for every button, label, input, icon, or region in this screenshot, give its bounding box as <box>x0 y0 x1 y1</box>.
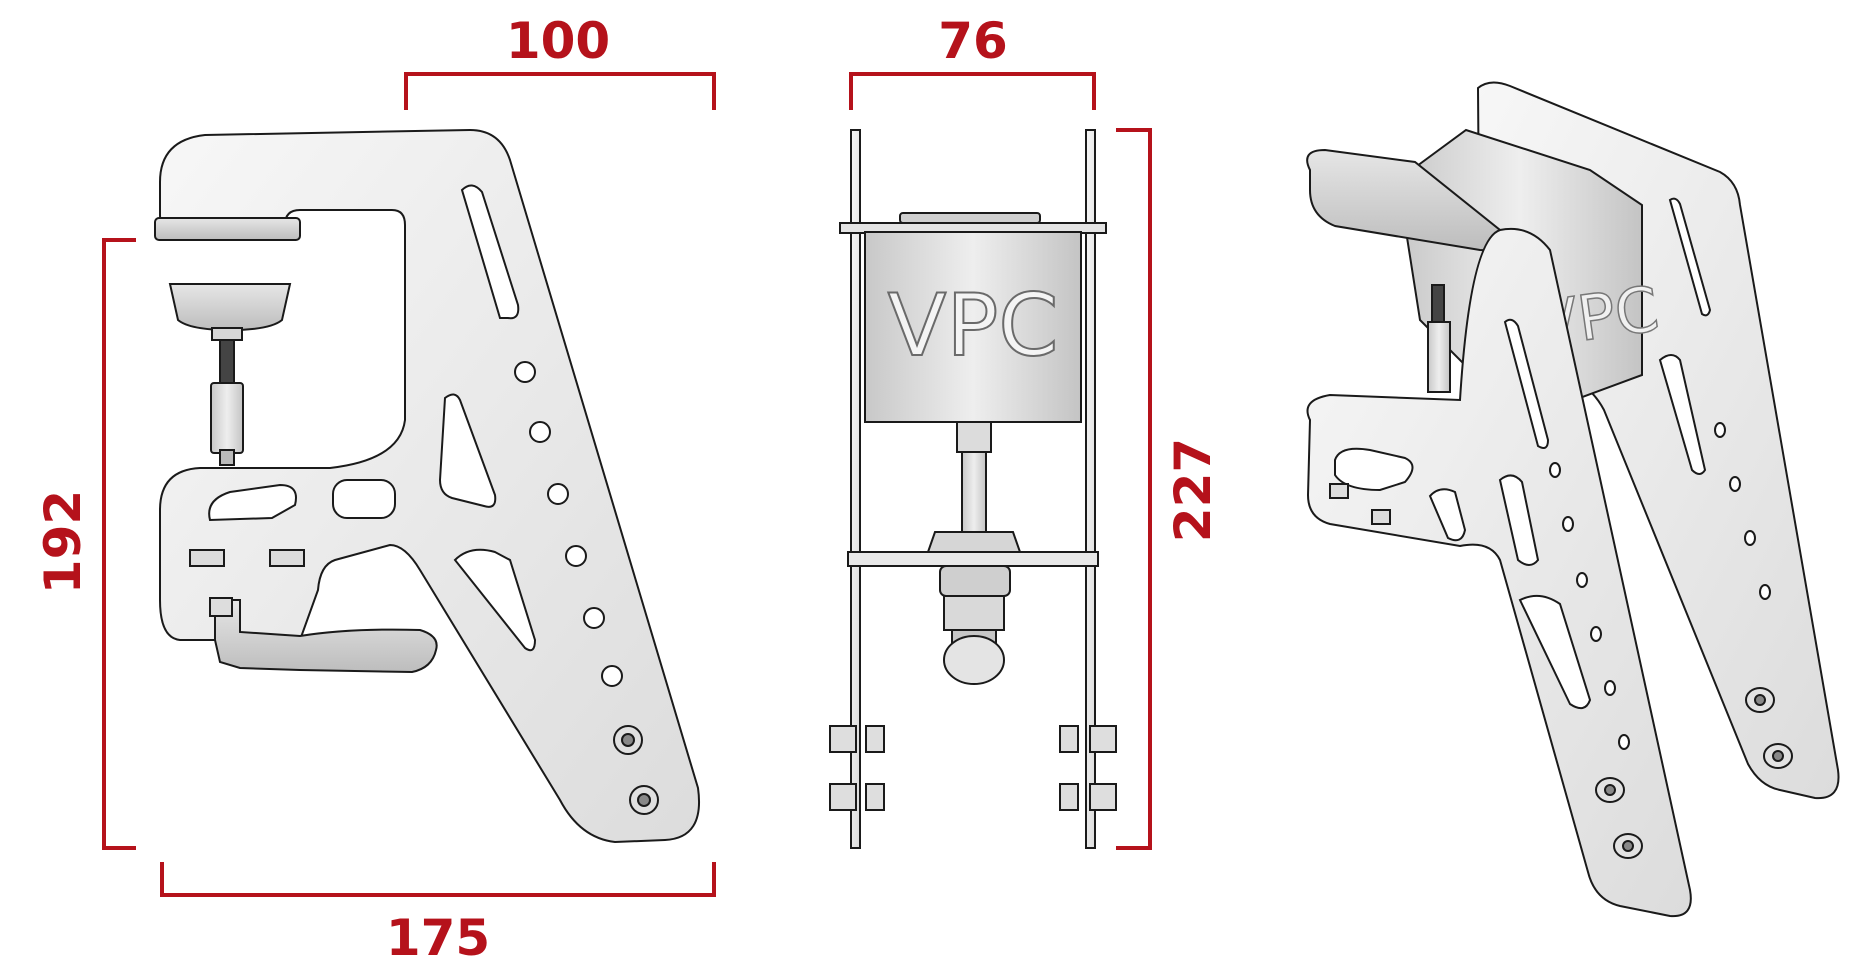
dim-side-top-width: 100 <box>506 12 610 70</box>
side-long-slot <box>460 184 520 320</box>
front-logo: VPC <box>888 276 1059 376</box>
dim-front-width: 76 <box>938 12 1008 70</box>
side-rod-sleeve <box>210 382 244 454</box>
front-vpc-block <box>864 231 1082 423</box>
side-threaded-rod <box>219 339 235 386</box>
side-bolts <box>613 725 659 815</box>
iso-bolts <box>1595 687 1793 859</box>
side-dimensions <box>102 72 716 897</box>
iso-rear-holes <box>1658 197 1771 600</box>
front-rail-left <box>850 129 861 849</box>
iso-front-plate <box>1306 228 1692 918</box>
front-view: VPC <box>829 129 1117 849</box>
front-dimensions <box>849 72 1152 850</box>
side-lever <box>214 599 438 674</box>
side-slot-a <box>208 483 297 522</box>
side-plate <box>159 128 700 844</box>
side-slot-b <box>332 479 396 519</box>
dim-side-height: 192 <box>34 490 92 594</box>
iso-front-holes <box>1549 462 1630 750</box>
side-triangle-cutout-1 <box>438 393 497 508</box>
side-view <box>154 128 700 844</box>
dim-front-height: 227 <box>1164 438 1222 542</box>
side-holes <box>514 361 623 687</box>
dim-side-bottom-width: 175 <box>386 909 490 966</box>
dimension-labels: 100 192 175 76 227 <box>34 12 1222 966</box>
front-rail-right <box>1085 129 1096 849</box>
side-top-pad <box>154 217 301 241</box>
side-triangle-cutout-2 <box>453 548 537 652</box>
front-bolts <box>829 725 1117 811</box>
iso-view: VPC <box>1306 81 1840 918</box>
side-nut <box>211 327 243 341</box>
side-clamp-foot <box>168 283 292 332</box>
